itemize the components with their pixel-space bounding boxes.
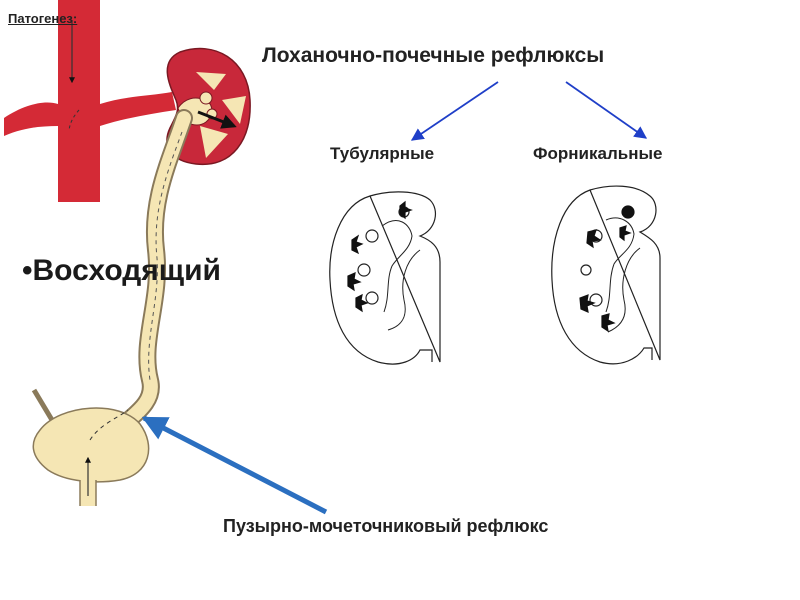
branch-arrow-left — [410, 81, 499, 141]
aorta — [4, 0, 176, 202]
corner-title: Патогенез: — [8, 11, 78, 26]
label-tubular: Тубулярные — [330, 144, 435, 163]
bladder — [31, 388, 150, 506]
kidney-sketch-fornical — [551, 185, 661, 365]
main-heading: Лоханочно-почечные рефлюксы — [262, 44, 605, 67]
bullet-ascending: •Восходящий — [22, 254, 221, 287]
kidney-illustration — [166, 47, 251, 166]
label-fornical: Форникальные — [533, 144, 663, 163]
kidney-sketch-tubular — [329, 191, 441, 365]
branch-arrow-right — [565, 81, 648, 139]
ureter — [115, 109, 193, 433]
reflux-pointer-arrow — [141, 415, 328, 515]
bottom-label-reflux: Пузырно-мочеточниковый рефлюкс — [223, 516, 549, 536]
